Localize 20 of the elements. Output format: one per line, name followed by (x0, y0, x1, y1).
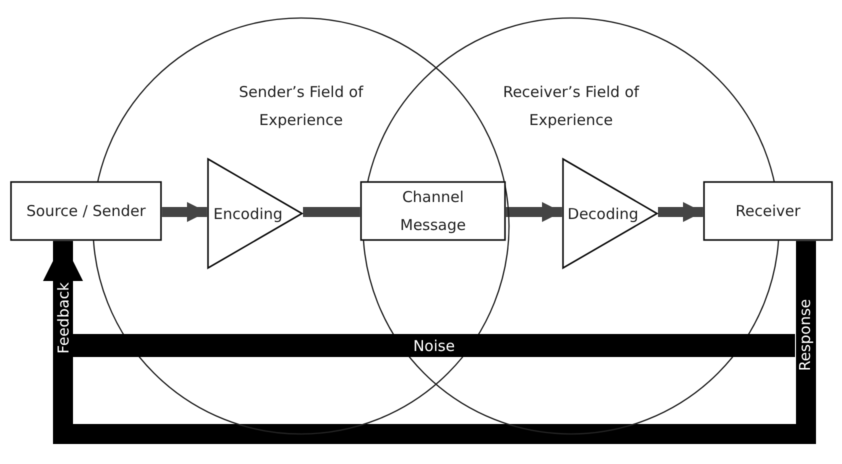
process-box (703, 181, 833, 241)
process-triangle (207, 158, 303, 269)
process-triangle (562, 158, 658, 269)
arrow (162, 202, 207, 222)
loop-label: Response (796, 298, 814, 372)
node-label: Noise (413, 336, 455, 356)
node-label: Receiver’s Field of Experience (502, 82, 640, 131)
arrow (658, 202, 703, 222)
node-label: Channel Message (399, 187, 467, 236)
feedback-loop-arrow (43, 241, 816, 444)
node-label: Decoding (568, 204, 638, 224)
process-box (10, 181, 162, 241)
node-label: Receiver (736, 201, 800, 222)
node-label: Source / Sender (26, 201, 146, 222)
arrow (506, 202, 562, 222)
process-box (360, 181, 506, 241)
loop-label: Feedback (54, 282, 72, 354)
node-label: Encoding (213, 204, 283, 224)
node-label: Sender’s Field of Experience (238, 82, 364, 131)
noise-band (73, 334, 795, 357)
